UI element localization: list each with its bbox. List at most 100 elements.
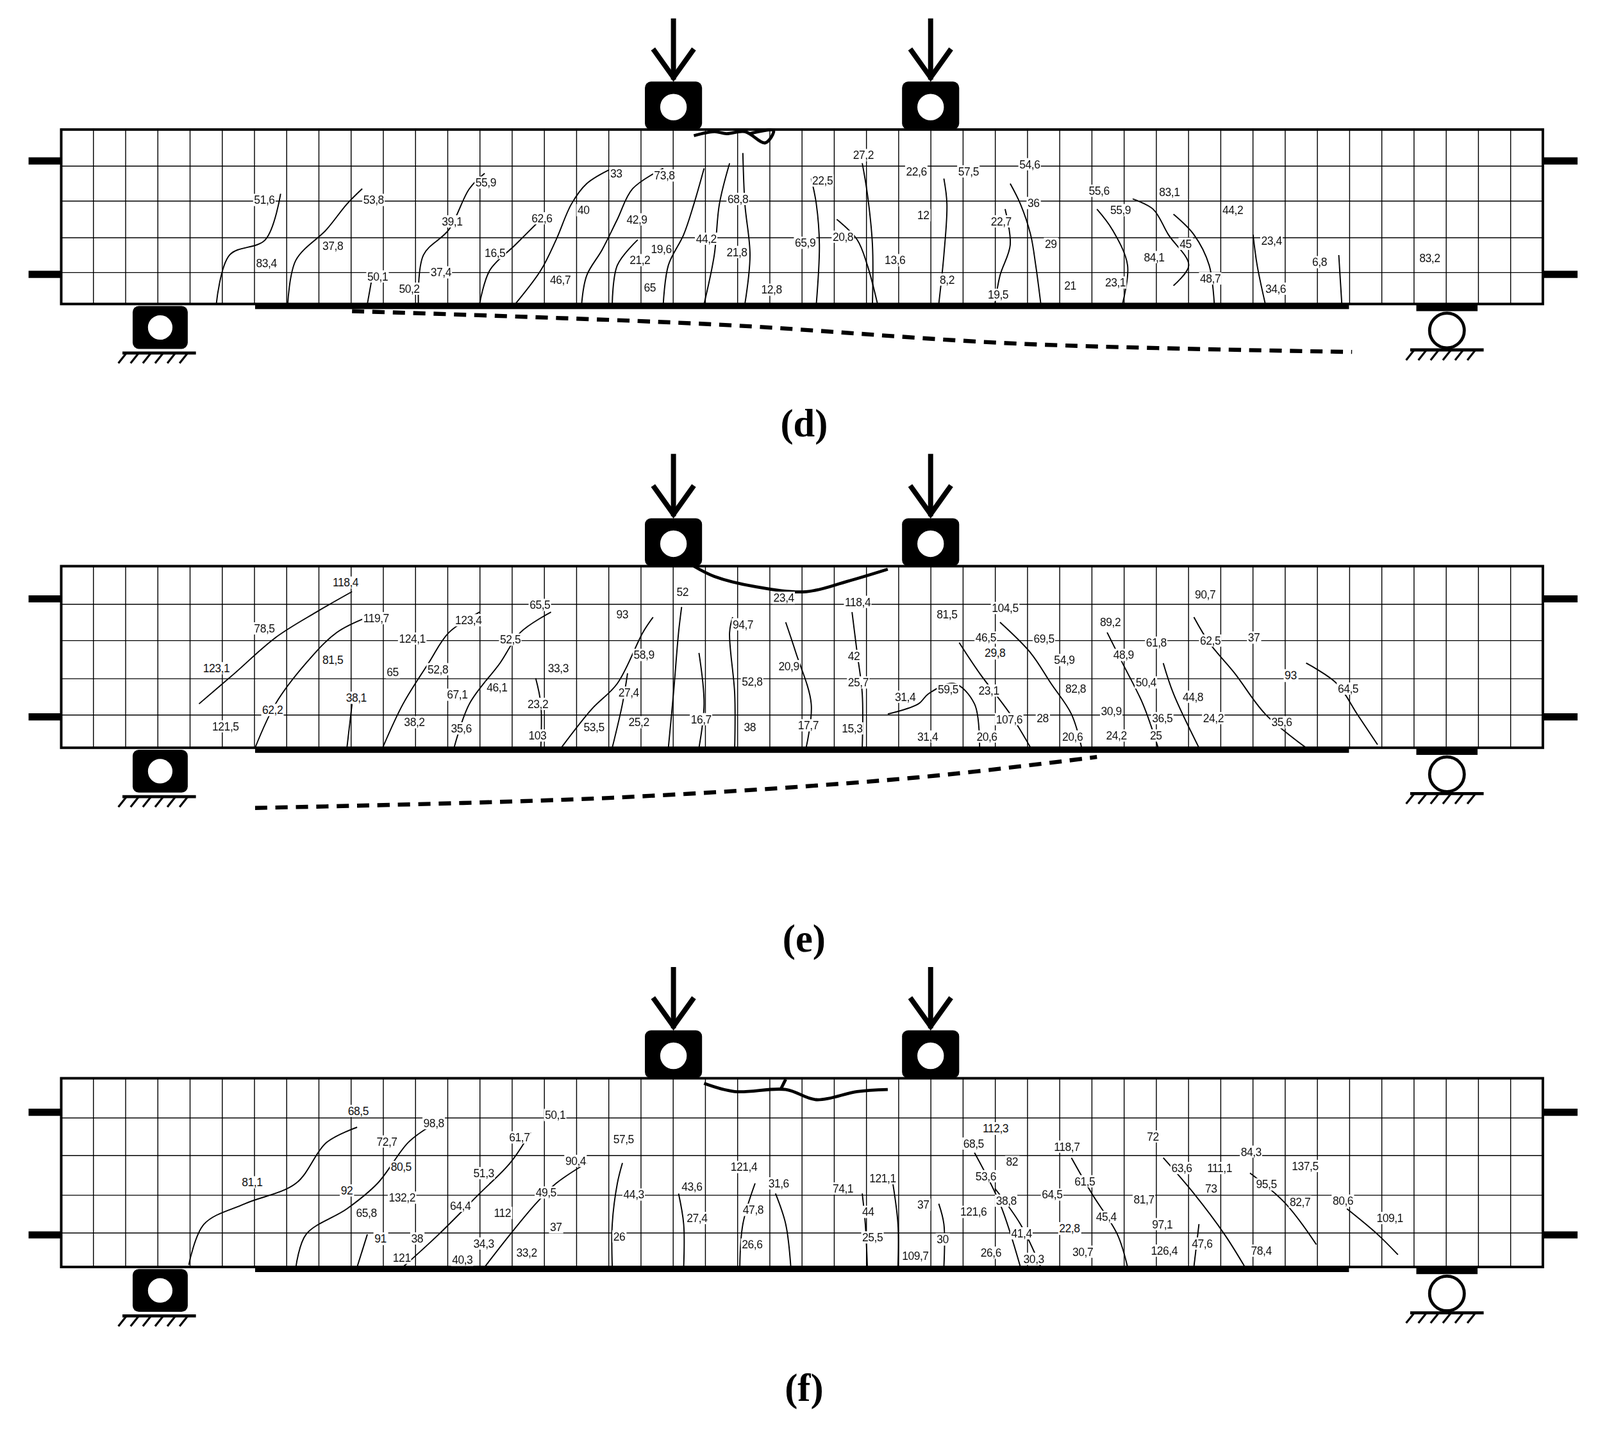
- crack-load-label: 90,7: [1193, 588, 1217, 601]
- crack-load-label: 51,6: [253, 193, 276, 206]
- crack-load-label: 37: [548, 1221, 563, 1234]
- load-arrow-shaft: [671, 967, 677, 1029]
- crack-load-label: 53,5: [582, 721, 606, 734]
- crack-line: [188, 1127, 358, 1266]
- crack-load-label: 89,2: [1098, 616, 1122, 629]
- grid-line: [61, 200, 1543, 202]
- crack-load-label: 80,5: [389, 1161, 413, 1174]
- crack-load-label: 22,5: [811, 174, 834, 187]
- crack-load-label: 47,8: [741, 1203, 765, 1217]
- crack-load-label: 20,9: [777, 660, 800, 673]
- grid-line: [1445, 566, 1447, 748]
- crack-load-label: 52,8: [426, 663, 449, 676]
- crack-load-label: 54,9: [1053, 653, 1076, 667]
- crack-load-label: 40: [576, 203, 591, 217]
- crack-load-label: 48,9: [1112, 648, 1135, 661]
- grid-line: [962, 1078, 964, 1268]
- crack-load-label: 61,8: [1144, 636, 1168, 649]
- crack-line: [1306, 663, 1378, 745]
- ground-hatch: [118, 1316, 127, 1327]
- beam-outline: [61, 129, 1543, 304]
- crack-load-label: 26,6: [979, 1246, 1002, 1259]
- crack-load-label: 25,2: [627, 716, 650, 729]
- load-roller: [658, 92, 688, 122]
- ground-line: [1410, 348, 1484, 352]
- crack-load-label: 20,6: [975, 730, 999, 743]
- grid-line: [125, 566, 126, 748]
- crack-load-label: 62,5: [1198, 634, 1222, 647]
- grid-line: [1316, 566, 1318, 748]
- crack-load-label: 52,5: [498, 633, 522, 647]
- crack-load-label: 23,4: [772, 591, 795, 604]
- grid-line: [930, 566, 931, 748]
- grid-line: [1381, 129, 1383, 304]
- crack-load-label: 63,6: [1170, 1162, 1193, 1175]
- crack-load-label: 38: [742, 721, 758, 734]
- crack-load-label: 27,4: [685, 1212, 709, 1225]
- grid-line: [1123, 1078, 1125, 1268]
- rebar-stub: [28, 157, 62, 165]
- crack-load-label: 84,1: [1142, 251, 1166, 264]
- grid-line: [1510, 1078, 1511, 1268]
- crack-line: [296, 1127, 429, 1268]
- crack-load-label: 20,8: [831, 230, 854, 243]
- ground-hatch: [155, 1316, 164, 1327]
- crack-load-label: 16,5: [483, 246, 507, 259]
- crack-line: [892, 1183, 899, 1268]
- grid-line: [125, 1078, 126, 1268]
- crack-load-label: 30,7: [1071, 1246, 1094, 1259]
- ground-hatch: [130, 353, 140, 364]
- crack-load-label: 111,1: [1206, 1162, 1234, 1175]
- ground-hatch: [1442, 1313, 1452, 1324]
- grid-line: [1445, 129, 1447, 304]
- grid-line: [61, 272, 1543, 274]
- crack-load-label: 34,6: [1264, 282, 1287, 295]
- crack-load-label: 137,5: [1291, 1160, 1320, 1173]
- crack-line: [612, 673, 628, 749]
- crack-load-label: 23,4: [1260, 234, 1283, 247]
- crack-load-label: 68,8: [726, 192, 749, 206]
- crack-load-label: 57,5: [957, 165, 980, 178]
- beam-group: [28, 453, 1578, 808]
- grid-line: [1510, 566, 1511, 748]
- ground-hatch: [1455, 793, 1464, 804]
- crack-load-label: 62,2: [261, 703, 284, 717]
- crack-load-label: 55,6: [1087, 184, 1111, 197]
- grid-line: [318, 566, 320, 748]
- grid-line: [1316, 129, 1318, 304]
- crack-load-label: 94,7: [731, 618, 754, 631]
- pin-support-circle: [146, 758, 174, 785]
- crack-load-label: 132,2: [387, 1191, 417, 1204]
- crack-load-label: 43,6: [680, 1180, 704, 1193]
- grid-line: [1252, 129, 1254, 304]
- crack-load-label: 48,7: [1198, 272, 1222, 285]
- grid-line: [801, 129, 802, 304]
- grid-line: [1091, 566, 1093, 748]
- grid-line: [1155, 129, 1157, 304]
- crack-load-label: 123,4: [453, 614, 483, 627]
- grid-line: [866, 566, 867, 748]
- crack-load-label: 82,8: [1064, 682, 1087, 695]
- roller-plate: [1416, 1267, 1478, 1275]
- crack-load-label: 27,4: [617, 686, 640, 699]
- crack-load-label: 33,2: [515, 1246, 538, 1259]
- grid-line: [1349, 1078, 1350, 1268]
- crack-load-label: 78,5: [253, 622, 276, 635]
- crack-load-label: 23,1: [977, 684, 1000, 697]
- ground-hatch: [118, 353, 127, 364]
- grid-line: [447, 1078, 449, 1268]
- crack-load-label: 72: [1146, 1130, 1161, 1143]
- crack-line: [561, 617, 654, 749]
- crack-load-label: 91: [373, 1232, 388, 1245]
- crack-load-label: 68,5: [962, 1137, 985, 1150]
- ground-hatch: [1467, 1313, 1476, 1324]
- crack-load-label: 118,4: [331, 576, 359, 589]
- grid-line: [511, 566, 513, 748]
- grid-line: [1478, 129, 1479, 304]
- crack-line: [484, 1163, 587, 1268]
- grid-line: [1445, 1078, 1447, 1268]
- grid-line: [61, 1194, 1543, 1196]
- crack-load-label: 121,5: [211, 720, 241, 733]
- crack-line: [1173, 214, 1215, 304]
- crack-load-label: 34,3: [472, 1237, 495, 1250]
